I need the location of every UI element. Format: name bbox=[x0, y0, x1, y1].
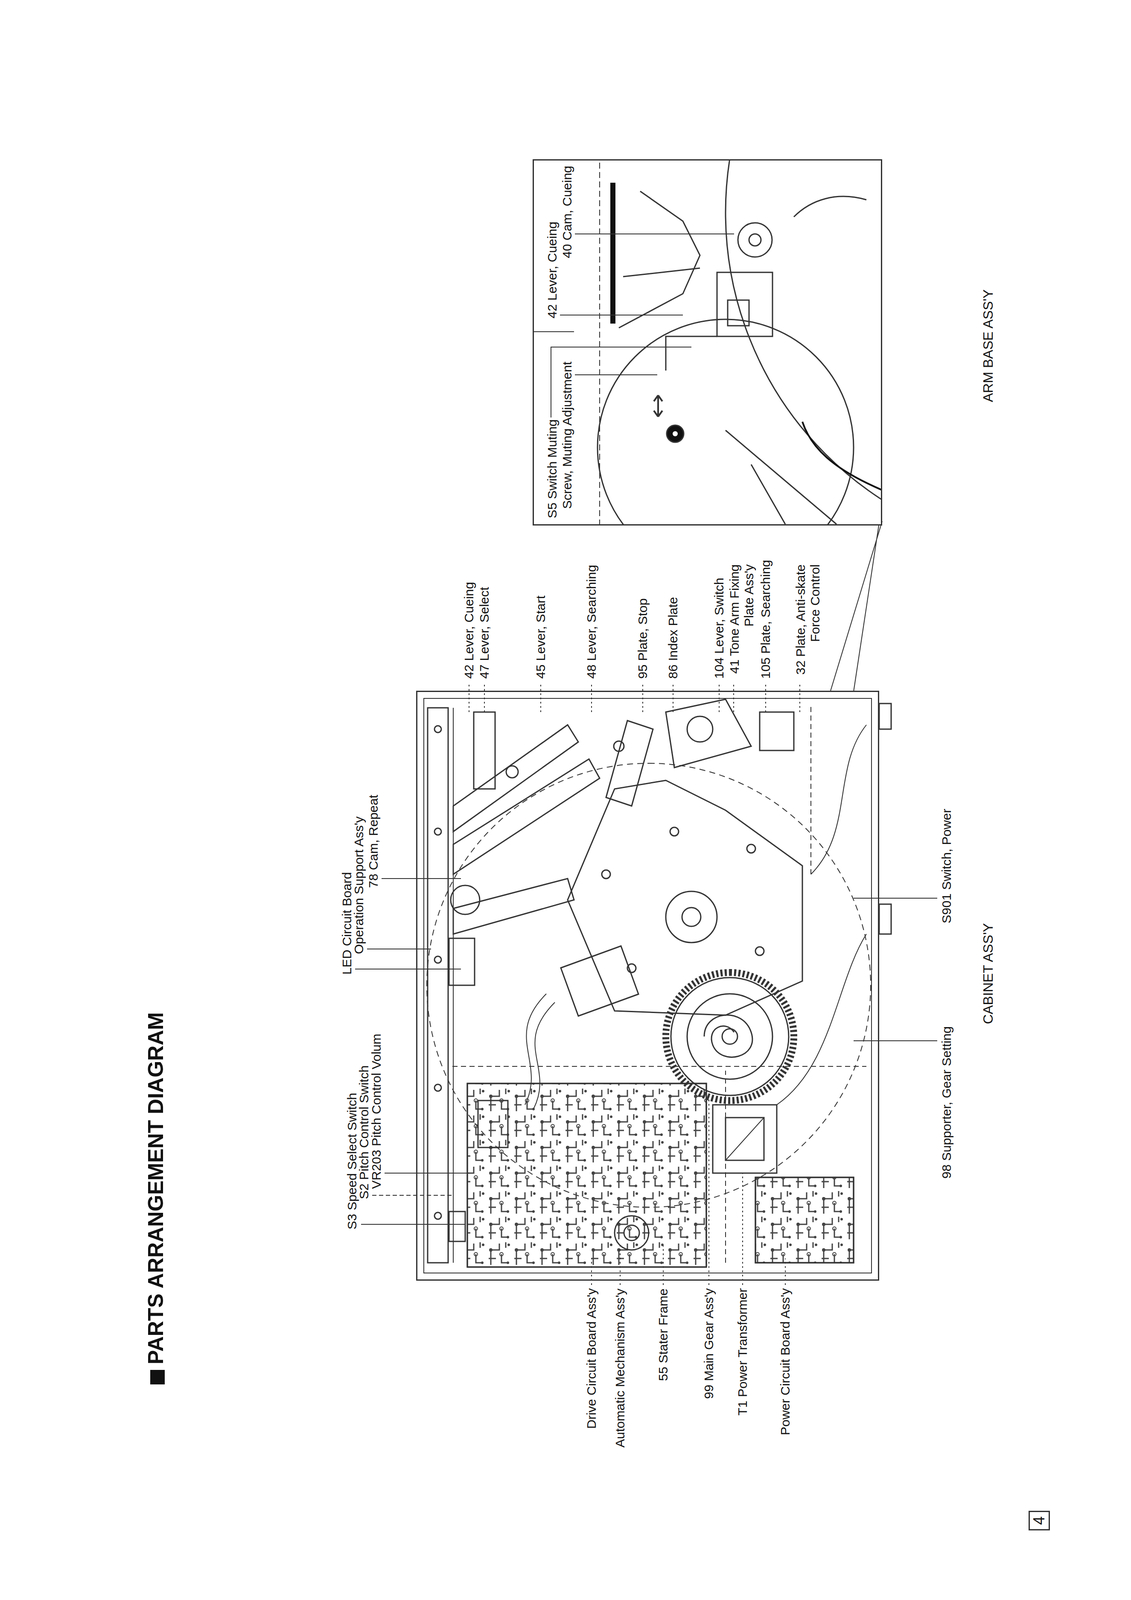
part-label: 40 Cam, Cueing bbox=[560, 164, 574, 260]
part-label: 104 Lever, Switch bbox=[712, 577, 726, 679]
part-label: S901 Switch, Power bbox=[940, 808, 954, 924]
part-label: 98 Supporter, Gear Setting bbox=[940, 1026, 954, 1179]
page-number: 4 bbox=[1031, 1515, 1047, 1525]
part-label: 47 Lever, Select bbox=[478, 586, 491, 679]
part-label: S2 Pitch Control Switch bbox=[357, 1065, 371, 1199]
part-label: 42 Lever, Cueing bbox=[545, 220, 559, 320]
part-label: 48 Lever, Searching bbox=[585, 564, 598, 679]
part-label: Operation Support Ass'y bbox=[352, 816, 366, 954]
assembly-caption: ARM BASE ASS'Y bbox=[981, 289, 995, 403]
assembly-caption: CABINET ASS'Y bbox=[981, 922, 995, 1024]
part-label: Automatic Mechanism Ass'y bbox=[613, 1288, 627, 1448]
cabinet-drawing bbox=[423, 698, 872, 1273]
part-label: 42 Lever, Cueing bbox=[462, 581, 476, 679]
leader-lines bbox=[355, 233, 938, 1285]
part-label: 55 Stater Frame bbox=[656, 1288, 670, 1381]
part-label: VR203 Pitch Control Volum bbox=[370, 1033, 383, 1189]
part-label: 78 Cam, Repeat bbox=[367, 794, 380, 888]
part-label: 105 Plate, Searching bbox=[759, 559, 773, 679]
part-label: S3 Speed Select Switch bbox=[345, 1092, 359, 1230]
cabinet-frame: CABINET ASS'Y bbox=[416, 690, 880, 1281]
inset-frame: S5 Switch MutingScrew, Muting Adjustment… bbox=[532, 159, 883, 526]
cabinet-foot bbox=[879, 903, 892, 934]
part-label: 32 Plate, Anti-skate Force Control bbox=[793, 564, 823, 679]
part-label: 99 Main Gear Ass'y bbox=[702, 1288, 716, 1399]
page-number-box: 4 bbox=[1028, 1510, 1050, 1531]
part-label: 86 Index Plate bbox=[666, 596, 680, 679]
part-label: Drive Circuit Board Ass'y bbox=[585, 1288, 598, 1429]
part-label: 45 Lever, Start bbox=[534, 595, 548, 679]
diagram-title: PARTS ARRANGEMENT DIAGRAM bbox=[145, 1011, 167, 1365]
part-label: T1 Power Transformer bbox=[736, 1288, 750, 1416]
leader-connector bbox=[830, 521, 883, 691]
part-label: LED Circuit Board bbox=[340, 871, 354, 975]
part-label: Power Circuit Board Ass'y bbox=[778, 1288, 792, 1435]
part-label: 41 Tone Arm Fixing Plate Ass'y bbox=[727, 564, 757, 679]
part-label: S5 Switch Muting bbox=[545, 418, 559, 519]
part-label: Screw, Muting Adjustment bbox=[560, 360, 574, 510]
arm-base-drawing bbox=[597, 160, 881, 525]
part-label: 95 Plate, Stop bbox=[636, 598, 650, 679]
cabinet-foot bbox=[879, 703, 892, 729]
title-bullet bbox=[150, 1369, 165, 1385]
